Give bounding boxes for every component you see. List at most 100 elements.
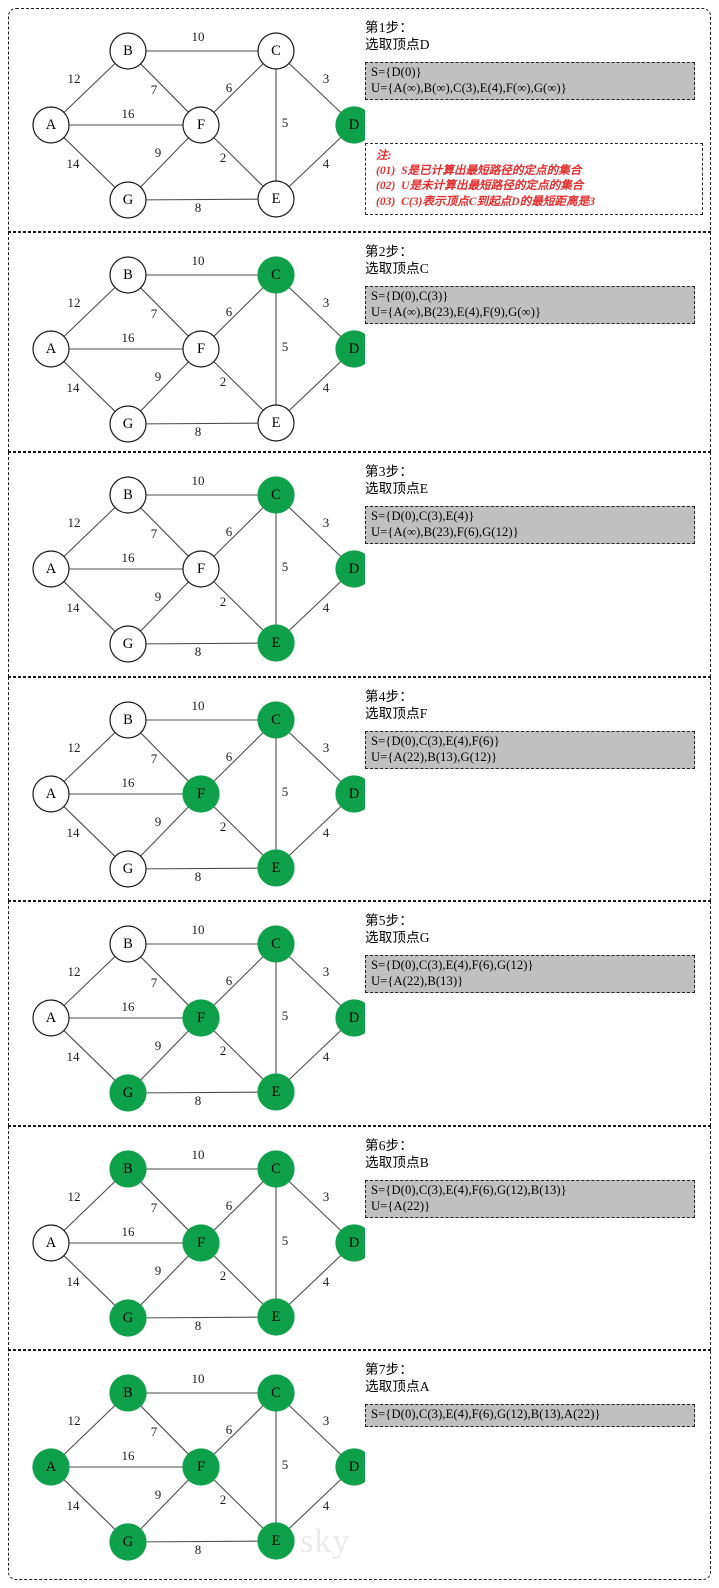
edge-weight-label: 5	[282, 784, 289, 799]
graph-node-f[interactable]	[182, 550, 220, 588]
graph-node-b[interactable]	[109, 256, 147, 294]
graph-node-c[interactable]	[257, 32, 295, 70]
edge-weight-label: 2	[220, 1268, 227, 1283]
graph-edge-g-e	[145, 642, 259, 645]
graph-node-a[interactable]	[32, 775, 70, 813]
graph-edge-b-f	[140, 1181, 189, 1231]
graph-edge-f-g	[140, 361, 189, 412]
graph-node-b[interactable]	[109, 925, 147, 963]
graph-node-d[interactable]	[335, 775, 365, 813]
graph-node-e[interactable]	[257, 849, 295, 887]
graph-node-label-d: D	[349, 1010, 359, 1026]
set-line: U={A(∞),B(∞),C(3),E(4),F(∞),G(∞)}	[371, 80, 567, 95]
graph-node-g[interactable]	[109, 405, 147, 443]
edge-weight-label: 12	[68, 1413, 81, 1428]
graph-node-a[interactable]	[32, 330, 70, 368]
graph-node-c[interactable]	[257, 1150, 295, 1188]
graph-node-c[interactable]	[257, 925, 295, 963]
graph-node-g[interactable]	[109, 625, 147, 663]
graph-node-label-g: G	[123, 1534, 134, 1550]
graph-node-e[interactable]	[257, 180, 295, 218]
graph-edge-a-g	[63, 581, 116, 632]
graph-node-b[interactable]	[109, 701, 147, 739]
graph-node-g[interactable]	[109, 1523, 147, 1561]
graph-node-b[interactable]	[109, 1374, 147, 1412]
graph-node-d[interactable]	[335, 999, 365, 1037]
graph-node-label-e: E	[272, 1533, 281, 1549]
graph-node-label-c: C	[271, 712, 281, 728]
graph-node-d[interactable]	[335, 1224, 365, 1262]
edge-weight-label: 6	[226, 80, 233, 95]
graph-node-label-g: G	[123, 636, 134, 652]
edge-weight-label: 14	[67, 600, 81, 615]
graph-node-a[interactable]	[32, 999, 70, 1037]
graph-edge-a-g	[63, 361, 116, 412]
graph-node-a[interactable]	[32, 106, 70, 144]
graph-node-c[interactable]	[257, 1374, 295, 1412]
graph-node-label-b: B	[123, 1385, 133, 1401]
graph-node-label-b: B	[123, 43, 133, 59]
edge-weight-label: 8	[195, 200, 202, 215]
graph-node-b[interactable]	[109, 32, 147, 70]
edge-weight-label: 4	[323, 156, 330, 171]
graph-node-b[interactable]	[109, 476, 147, 514]
edge-weight-label: 10	[192, 29, 205, 44]
graph-node-b[interactable]	[109, 1150, 147, 1188]
graph-node-label-g: G	[123, 192, 134, 208]
edge-weight-label: 2	[220, 1492, 227, 1507]
graph-node-e[interactable]	[257, 1298, 295, 1336]
graph-node-e[interactable]	[257, 404, 295, 442]
graph-node-label-f: F	[197, 1235, 205, 1251]
graph-node-a[interactable]	[32, 1448, 70, 1486]
graph-node-c[interactable]	[257, 701, 295, 739]
edge-weight-label: 16	[122, 330, 136, 345]
graph-node-g[interactable]	[109, 1074, 147, 1112]
graph-node-d[interactable]	[335, 106, 365, 144]
graph-node-e[interactable]	[257, 1073, 295, 1111]
graph-node-g[interactable]	[109, 1299, 147, 1337]
graph-node-d[interactable]	[335, 1448, 365, 1486]
graph-edge-f-e	[213, 137, 264, 187]
graph-edge-c-d	[288, 506, 342, 558]
graph-node-e[interactable]	[257, 1522, 295, 1560]
edge-weight-label: 7	[151, 82, 158, 97]
graph-edge-f-e	[213, 1255, 264, 1305]
graph-node-c[interactable]	[257, 256, 295, 294]
graph-node-f[interactable]	[182, 106, 220, 144]
graph-node-g[interactable]	[109, 181, 147, 219]
graph-edge-c-f	[213, 507, 264, 557]
graph-node-f[interactable]	[182, 1448, 220, 1486]
graph-node-label-c: C	[271, 267, 281, 283]
edge-weight-label: 8	[195, 1093, 202, 1108]
graph-node-c[interactable]	[257, 476, 295, 514]
graph-node-label-e: E	[272, 635, 281, 651]
edge-weight-label: 12	[68, 515, 81, 530]
edge-weight-label: 16	[122, 106, 136, 121]
graph-node-f[interactable]	[182, 775, 220, 813]
graph-node-d[interactable]	[335, 330, 365, 368]
step-title: 第4步： 选取顶点F	[365, 689, 428, 721]
graph-node-d[interactable]	[335, 550, 365, 588]
graph-node-f[interactable]	[182, 1224, 220, 1262]
graph-node-f[interactable]	[182, 330, 220, 368]
graph-node-label-e: E	[272, 1084, 281, 1100]
edge-weight-label: 2	[220, 150, 227, 165]
graph-node-e[interactable]	[257, 624, 295, 662]
graph-node-a[interactable]	[32, 550, 70, 588]
graph-node-a[interactable]	[32, 1224, 70, 1262]
edge-weight-label: 2	[220, 374, 227, 389]
graph-node-f[interactable]	[182, 999, 220, 1037]
edge-weight-label: 7	[151, 526, 158, 541]
note-item: (01) S是已计算出最短路径的定点的集合	[376, 164, 582, 178]
graph-edge-b-f	[140, 1405, 189, 1455]
note-heading: 注:	[376, 149, 392, 162]
graph-edge-b-f	[140, 732, 189, 782]
edge-weight-label: 5	[282, 1233, 289, 1248]
graph-node-g[interactable]	[109, 850, 147, 888]
